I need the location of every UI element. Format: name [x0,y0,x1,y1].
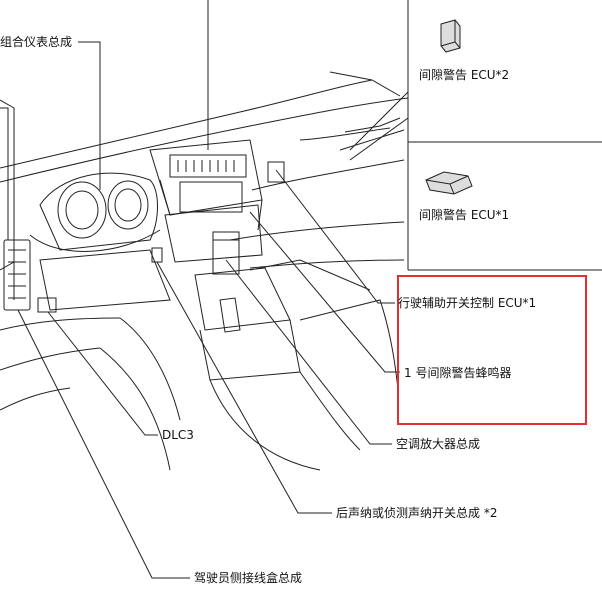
console-rear [249,259,371,291]
leader-box-ecu2 [349,91,409,151]
label-dlc3: DLC3 [162,428,194,442]
label-combo-meter: 组合仪表总成 [0,35,73,49]
console-side-left [209,379,321,471]
left-floor-line-2 [0,347,101,371]
glovebox-top [229,221,405,241]
leader-ac-amp [225,259,392,445]
seat-outline [299,299,399,391]
leader-drive-assist [275,169,395,304]
floor-line-a [119,317,181,421]
left-floor-line [0,317,121,331]
left-pillar-detail [0,261,15,271]
vent-slats [177,160,235,172]
console-side-right [299,371,361,451]
cluster-lower-edge [29,229,161,252]
left-floor-line-3 [0,387,71,411]
junction-block-body [3,239,31,311]
label-drive-assist-switch: 行驶辅助开关控制 ECU*1 [398,296,537,310]
drive-assist-ecu-box [267,161,285,183]
leader-box-ecu1 [349,117,409,161]
gear-lever [219,297,241,333]
glovebox-bottom [249,259,405,269]
highlight-box [397,275,587,425]
leader-junction-block [17,309,190,579]
leader-buzzer [249,211,400,373]
dash-top-line [0,79,373,169]
center-console-face [164,204,263,263]
clearance-ecu1-icon [425,171,473,195]
leader-combo-meter [78,41,101,190]
label-clearance-ecu1: 间隙警告 ECU*1 [419,208,510,222]
right-vent-edge [344,117,401,133]
center-vents [169,154,247,178]
left-pillar [0,99,15,300]
junction-block-slots [8,249,26,299]
label-clearance-buzzer: 1 号间隙警告蜂鸣器 [404,366,512,380]
floor-line-b [99,347,171,471]
dash-corner [329,71,401,97]
speedometer-inner [65,190,99,230]
cluster-hood [39,172,158,251]
clearance-ecu2-icon [440,19,461,53]
right-vent [339,129,405,151]
tachometer [107,180,149,230]
leader-left-top [0,107,9,240]
leader-rear-sonar [156,261,332,514]
dash-lower-line [251,159,405,191]
center-display [179,181,243,213]
tachometer-inner [114,188,142,222]
ac-amplifier-box [212,231,240,275]
label-clearance-ecu2: 间隙警告 ECU*2 [419,68,510,82]
console-tray [194,267,291,331]
label-ac-amplifier: 空调放大器总成 [396,437,481,451]
leader-dlc3 [47,311,158,436]
center-stack-sides [159,179,263,231]
lower-dash-left [39,249,171,311]
speedometer [57,181,107,239]
dash-mid-line [299,127,391,141]
dlc3-connector [37,297,57,313]
label-driver-junction-block: 驾驶员侧接线盒总成 [194,571,303,585]
console-front [199,319,301,381]
dash-upper-edge [0,97,409,183]
label-rear-sonar-switch: 后声纳或侦测声纳开关总成 *2 [336,506,498,520]
